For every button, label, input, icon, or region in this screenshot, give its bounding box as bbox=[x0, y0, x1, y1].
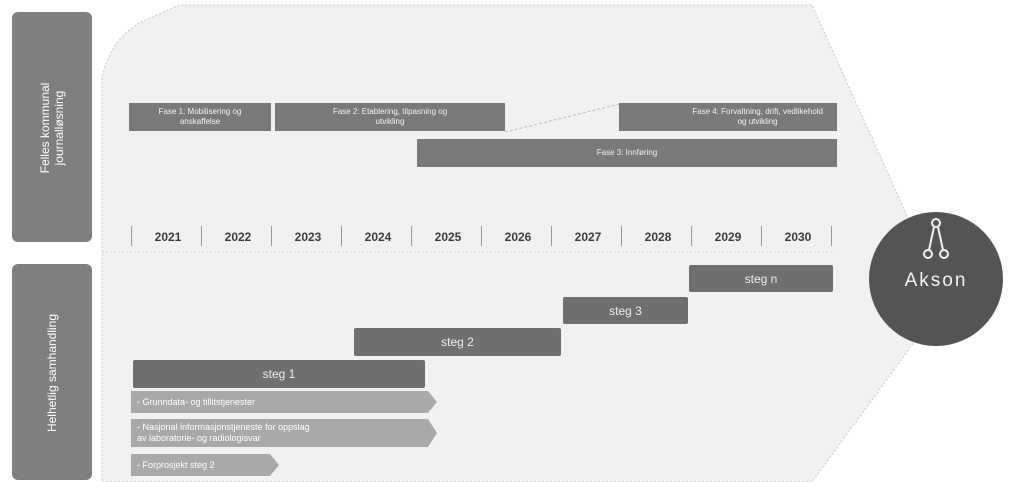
year-tick bbox=[201, 226, 202, 246]
year-label: 2029 bbox=[714, 230, 742, 244]
year-tick bbox=[691, 226, 692, 246]
year-label: 2023 bbox=[294, 230, 322, 244]
year-label: 2024 bbox=[364, 230, 392, 244]
activity-arrow-2 bbox=[131, 419, 437, 447]
year-tick bbox=[131, 226, 132, 246]
akson-logo-text: Akson bbox=[904, 270, 968, 291]
year-tick bbox=[621, 226, 622, 246]
activity-arrow-3 bbox=[131, 454, 279, 476]
year-tick bbox=[271, 226, 272, 246]
activity-3-label: - Forprosjekt steg 2 bbox=[137, 459, 215, 470]
activity-arrow-1 bbox=[131, 391, 437, 413]
akson-logo-circle bbox=[869, 212, 1003, 346]
step-2-bar: steg 2 bbox=[354, 328, 561, 356]
side-box-bottom bbox=[12, 264, 92, 480]
activity-1-label: - Grunndata- og tillitstjenester bbox=[137, 396, 256, 407]
phase-3-bar: Fase 3: Innføring bbox=[417, 139, 837, 167]
year-label: 2022 bbox=[224, 230, 252, 244]
activity-2-label: - Nasjonal informasjonstjeneste for opps… bbox=[137, 422, 310, 443]
side-box-top bbox=[12, 12, 92, 242]
step-n-bar: steg n bbox=[689, 265, 833, 292]
phase-1-bar: Fase 1: Mobilisering og anskaffelse bbox=[129, 103, 271, 131]
phase-4-bar: Fase 4: Forvaltning, drift, vedlikehold … bbox=[619, 103, 837, 131]
step-3-bar: steg 3 bbox=[563, 297, 688, 324]
year-tick bbox=[411, 226, 412, 246]
year-tick bbox=[551, 226, 552, 246]
year-label: 2026 bbox=[504, 230, 532, 244]
year-label: 2025 bbox=[434, 230, 462, 244]
phase-2-bar: Fase 2: Etablering, tilpasning og utvikl… bbox=[275, 103, 505, 131]
year-label: 2027 bbox=[574, 230, 602, 244]
year-label: 2021 bbox=[154, 230, 182, 244]
year-tick bbox=[831, 226, 832, 246]
year-tick bbox=[341, 226, 342, 246]
akson-logo-icon bbox=[923, 218, 949, 259]
step-1-bar: steg 1 bbox=[133, 360, 425, 388]
year-label: 2028 bbox=[644, 230, 672, 244]
year-label: 2030 bbox=[784, 230, 812, 244]
year-tick bbox=[481, 226, 482, 246]
year-tick bbox=[761, 226, 762, 246]
